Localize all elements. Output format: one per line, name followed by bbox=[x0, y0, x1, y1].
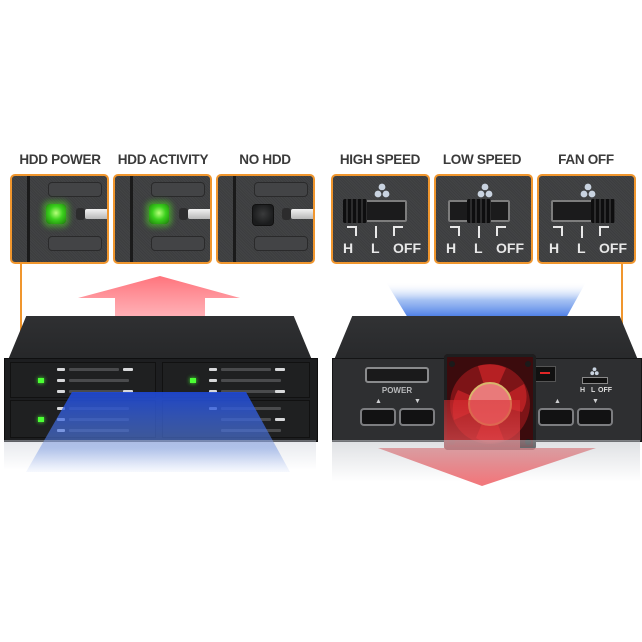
bay-led-icon bbox=[190, 378, 196, 383]
latch-knob bbox=[179, 208, 188, 220]
position-off-label: OFF bbox=[599, 240, 627, 256]
led-label-no-hdd: NO HDD bbox=[239, 152, 291, 167]
sata-data-port-4[interactable] bbox=[577, 408, 613, 426]
fan-wire bbox=[540, 372, 550, 374]
latch-tab bbox=[291, 209, 313, 219]
vent-slot bbox=[254, 236, 308, 251]
off-bracket-icon bbox=[393, 226, 403, 236]
led-callout-leader-line bbox=[20, 264, 22, 380]
l-bracket-icon bbox=[581, 226, 583, 238]
fan-icon bbox=[477, 183, 493, 198]
power-label: POWER bbox=[381, 386, 413, 395]
sata-data-port-3[interactable] bbox=[538, 408, 574, 426]
latch-tab bbox=[85, 209, 107, 219]
fan-icon bbox=[590, 367, 599, 376]
rear-switch-track bbox=[582, 377, 608, 384]
front-enclosure-top bbox=[8, 316, 312, 360]
port-arrow-down-icon: ▼ bbox=[592, 398, 599, 405]
off-bracket-icon bbox=[599, 226, 609, 236]
front-reflection bbox=[4, 440, 316, 470]
l-bracket-icon bbox=[478, 226, 480, 238]
fan-label-fan-off: FAN OFF bbox=[558, 152, 614, 167]
led-callout-hdd-activity bbox=[113, 174, 212, 264]
off-bracket-icon bbox=[496, 226, 506, 236]
vent-slot bbox=[254, 182, 308, 197]
sata-data-port-2[interactable] bbox=[399, 408, 435, 426]
fan-icon bbox=[580, 183, 596, 198]
vent-slot bbox=[151, 236, 205, 251]
led-label-hdd-activity: HDD ACTIVITY bbox=[117, 152, 209, 167]
port-arrow-up-icon: ▲ bbox=[375, 398, 382, 405]
bay-edge bbox=[233, 176, 236, 262]
switch-callout-leader-line bbox=[621, 264, 623, 378]
bay-led-icon bbox=[38, 417, 44, 422]
position-h-label: H bbox=[549, 240, 560, 256]
vent-slot bbox=[48, 236, 102, 251]
rear-fan-switch[interactable]: H L OFF bbox=[578, 367, 612, 397]
fan-label-high-speed: HIGH SPEED bbox=[339, 152, 421, 167]
bay-led-icon bbox=[38, 378, 44, 383]
airflow-in-beam-icon bbox=[26, 392, 290, 472]
position-off-label: OFF bbox=[393, 240, 421, 256]
led-callout-no-hdd bbox=[216, 174, 315, 264]
switch-knob-off bbox=[591, 199, 615, 223]
led-label-hdd-power: HDD POWER bbox=[19, 152, 101, 167]
h-bracket-icon bbox=[450, 226, 460, 236]
position-h-label: H bbox=[446, 240, 457, 256]
position-l-label: L bbox=[371, 240, 380, 256]
rear-switch-h-label: H bbox=[580, 387, 586, 394]
h-bracket-icon bbox=[553, 226, 563, 236]
fan-callout-low-speed: H L OFF bbox=[434, 174, 533, 264]
fan-callout-fan-off: H L OFF bbox=[537, 174, 636, 264]
switch-knob-h bbox=[343, 199, 367, 223]
vent-slot bbox=[151, 182, 205, 197]
fan-icon bbox=[374, 183, 390, 198]
port-arrow-down-icon: ▼ bbox=[414, 398, 421, 405]
switch-knob-l bbox=[467, 199, 491, 223]
position-l-label: L bbox=[577, 240, 586, 256]
fan-callout-high-speed: H L OFF bbox=[331, 174, 430, 264]
rear-switch-off-label: OFF bbox=[598, 387, 612, 394]
rear-airflow-in-beam-icon bbox=[386, 282, 586, 318]
latch-tab bbox=[188, 209, 210, 219]
port-arrow-up-icon: ▲ bbox=[554, 398, 561, 405]
position-off-label: OFF bbox=[496, 240, 524, 256]
bay-edge bbox=[27, 176, 30, 262]
led-icon-on bbox=[149, 204, 169, 224]
rear-switch-l-label: L bbox=[591, 387, 596, 394]
led-callout-hdd-power bbox=[10, 174, 109, 264]
h-bracket-icon bbox=[347, 226, 357, 236]
led-icon-off bbox=[252, 204, 274, 226]
vent-slot bbox=[48, 182, 102, 197]
latch-knob bbox=[76, 208, 85, 220]
latch-knob bbox=[282, 208, 291, 220]
led-icon-on bbox=[46, 204, 66, 224]
position-h-label: H bbox=[343, 240, 354, 256]
rear-enclosure-top bbox=[334, 316, 638, 360]
rear-reflection bbox=[332, 440, 640, 482]
l-bracket-icon bbox=[375, 226, 377, 238]
position-l-label: L bbox=[474, 240, 483, 256]
bay-edge bbox=[130, 176, 133, 262]
sata-data-port-1[interactable] bbox=[360, 408, 396, 426]
fan-label-low-speed: LOW SPEED bbox=[442, 152, 522, 167]
fan-connector bbox=[534, 366, 556, 382]
sata-power-connector bbox=[365, 367, 429, 383]
